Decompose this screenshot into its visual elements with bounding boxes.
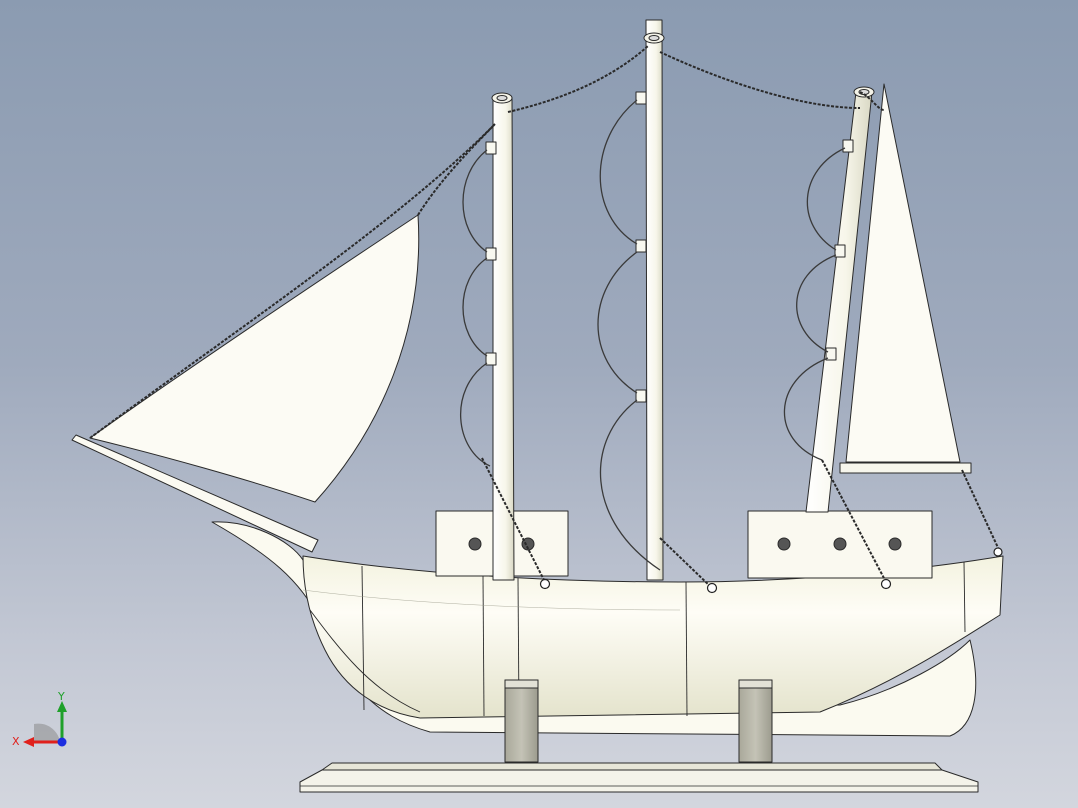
hull-body: [302, 555, 1004, 719]
hull-panel-lines: [302, 561, 966, 717]
triad-y-label: Y: [57, 690, 65, 703]
fore-boom: [839, 462, 972, 474]
mast-blocks: [485, 91, 854, 403]
stay-ropes: [89, 45, 1001, 589]
rigging-arcs: [459, 99, 846, 571]
stand-right: [738, 679, 773, 763]
aft-mast: [492, 97, 515, 581]
jib-sail: [89, 214, 420, 503]
ship-model[interactable]: [71, 19, 1004, 793]
display-base[interactable]: [299, 762, 979, 793]
fore-cabin: [747, 510, 933, 579]
stand-left: [504, 679, 539, 763]
fore-sail: [845, 83, 961, 463]
triad-plane-indicator: [34, 723, 60, 742]
main-mast: [645, 19, 664, 581]
bowsprit: [71, 434, 319, 553]
triad-x-label: X: [12, 735, 20, 748]
view-orientation-triad[interactable]: Y X: [10, 684, 80, 754]
deck-eyelets: [539, 547, 1003, 594]
